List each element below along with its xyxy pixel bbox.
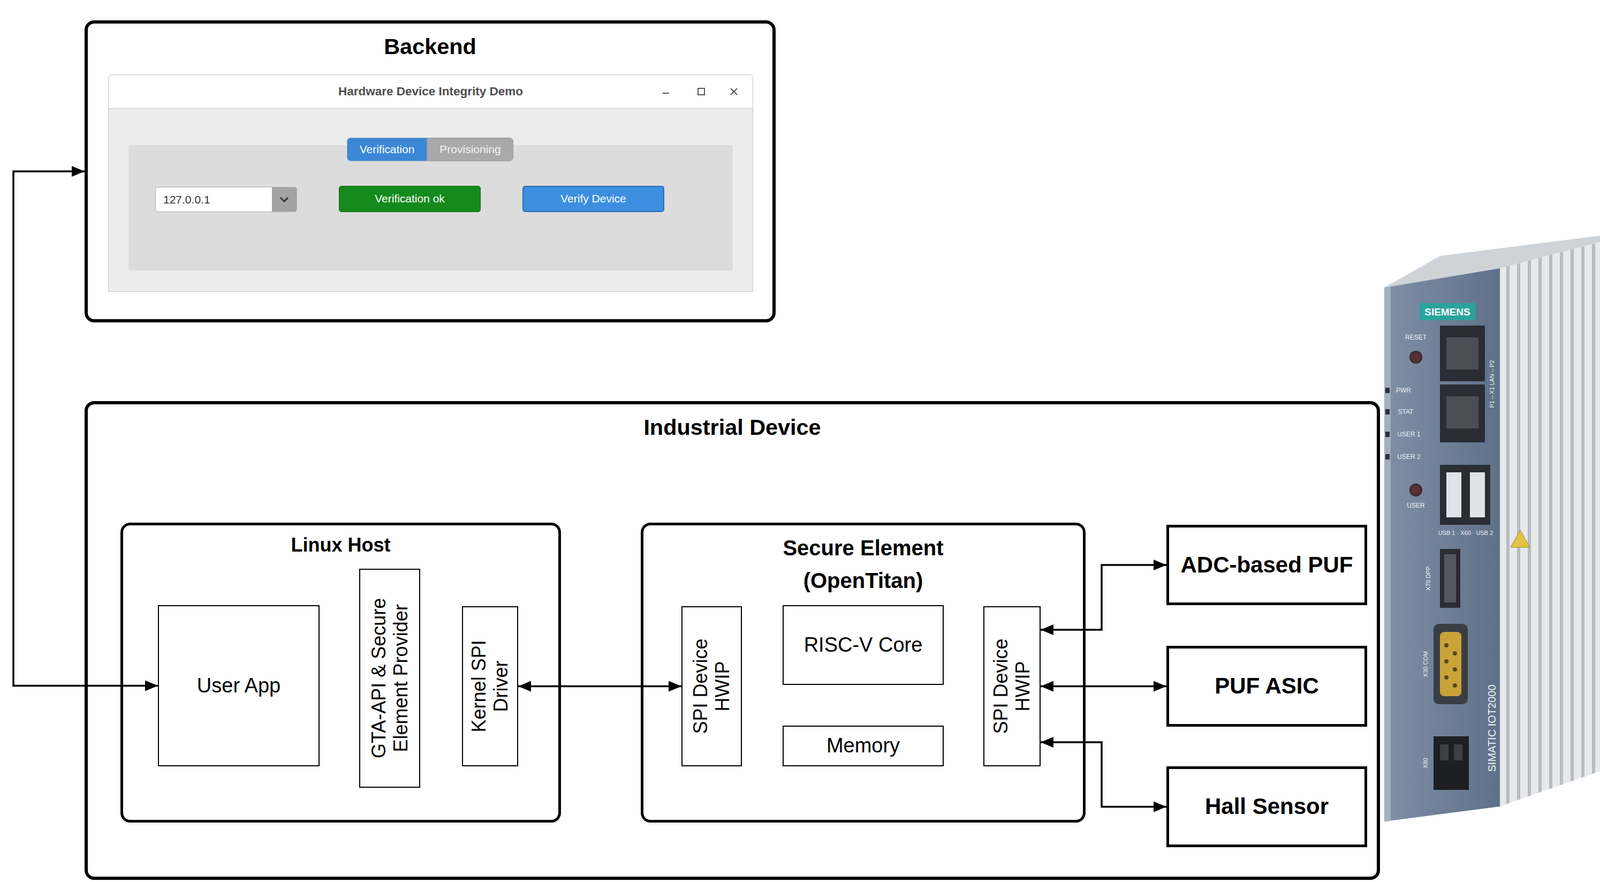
device-marking: USER 1 (1397, 430, 1421, 438)
tab-button: Provisioning (427, 137, 514, 162)
group-box: BackendHardware Device Integrity DemoVer… (84, 20, 776, 323)
box-label: PUF ASIC (1210, 672, 1323, 699)
connector (1040, 564, 1167, 630)
dropdown: 127.0.0.1 (155, 186, 298, 212)
connector (1040, 685, 1167, 688)
window-controls (649, 74, 746, 109)
device-marking: SIMATIC IOT2000 (1486, 684, 1498, 772)
process-box: SPI Device HWIP (681, 605, 742, 767)
box-title: Linux Host (123, 533, 559, 556)
box-label: Provisioning (435, 142, 505, 156)
sensor-box: PUF ASIC (1166, 645, 1368, 727)
sensor-box: ADC-based PUF (1166, 524, 1368, 605)
box-label: Hall Sensor (1200, 793, 1333, 820)
box-label: Verification ok (370, 192, 450, 206)
box-label: GTA-API & Secure Element Provider (367, 574, 413, 781)
device-marking: P1 – X1 LAN – P2 (1489, 359, 1496, 408)
device-marking: X30 COM (1422, 650, 1429, 677)
action-button: Verify Device (522, 185, 665, 212)
group-box: Industrial DeviceLinux HostUser App GTA-A… (84, 400, 1380, 880)
process-box: GTA-API & Secure Element Provider (359, 568, 421, 788)
box-title: Backend (87, 34, 773, 60)
box-title: Industrial Device (87, 414, 1377, 441)
device-marking: USER (1406, 502, 1425, 509)
box-label: Verification (355, 142, 420, 156)
process-box: Memory (782, 725, 944, 767)
tab-button: Verification (346, 137, 428, 162)
app-window: Hardware Device Integrity DemoVerificati… (108, 74, 754, 292)
box-label: User App (192, 673, 285, 698)
device-marking: X80 (1422, 757, 1429, 769)
box-label: Memory (822, 733, 905, 758)
box-label: SPI Device HWIP (689, 612, 734, 760)
status-button: Verification ok (338, 185, 481, 212)
sensor-box: Hall Sensor (1166, 766, 1368, 847)
process-box: Kernel SPI Driver (461, 605, 519, 767)
process-box: SPI Device HWIP (983, 605, 1041, 767)
box-label: Verify Device (556, 192, 631, 206)
device-marking: USER 2 (1397, 453, 1421, 460)
connector (1040, 741, 1167, 807)
dropdown-chevron (271, 187, 297, 212)
device-marking: RESET (1405, 334, 1427, 341)
connector (518, 685, 682, 688)
device-marking: USB 1 · X60 · USB 2 (1438, 529, 1494, 536)
process-box: User App (157, 604, 320, 767)
box-title: Secure Element (OpenTitan) (751, 531, 976, 597)
box-label: ADC-based PUF (1176, 551, 1357, 578)
device-marking: STAT (1398, 408, 1414, 415)
process-box: RISC-V Core (782, 604, 944, 685)
box-label: SPI Device HWIP (989, 612, 1035, 760)
device-marking: X70 DPP (1425, 565, 1432, 590)
group-box: Linux HostUser App GTA-API & Secure Eleme… (120, 522, 561, 823)
device-marking: PWR (1396, 387, 1412, 394)
box-label: Kernel SPI Driver (467, 612, 513, 760)
box-label: RISC-V Core (799, 633, 928, 657)
device-marking: SIEMENS (1424, 306, 1471, 317)
group-box: Secure Element (OpenTitan) SPI Device HWI… (640, 522, 1086, 823)
box-label: 127.0.0.1 (163, 193, 211, 207)
box-title: Hardware Device Integrity Demo (108, 74, 753, 109)
